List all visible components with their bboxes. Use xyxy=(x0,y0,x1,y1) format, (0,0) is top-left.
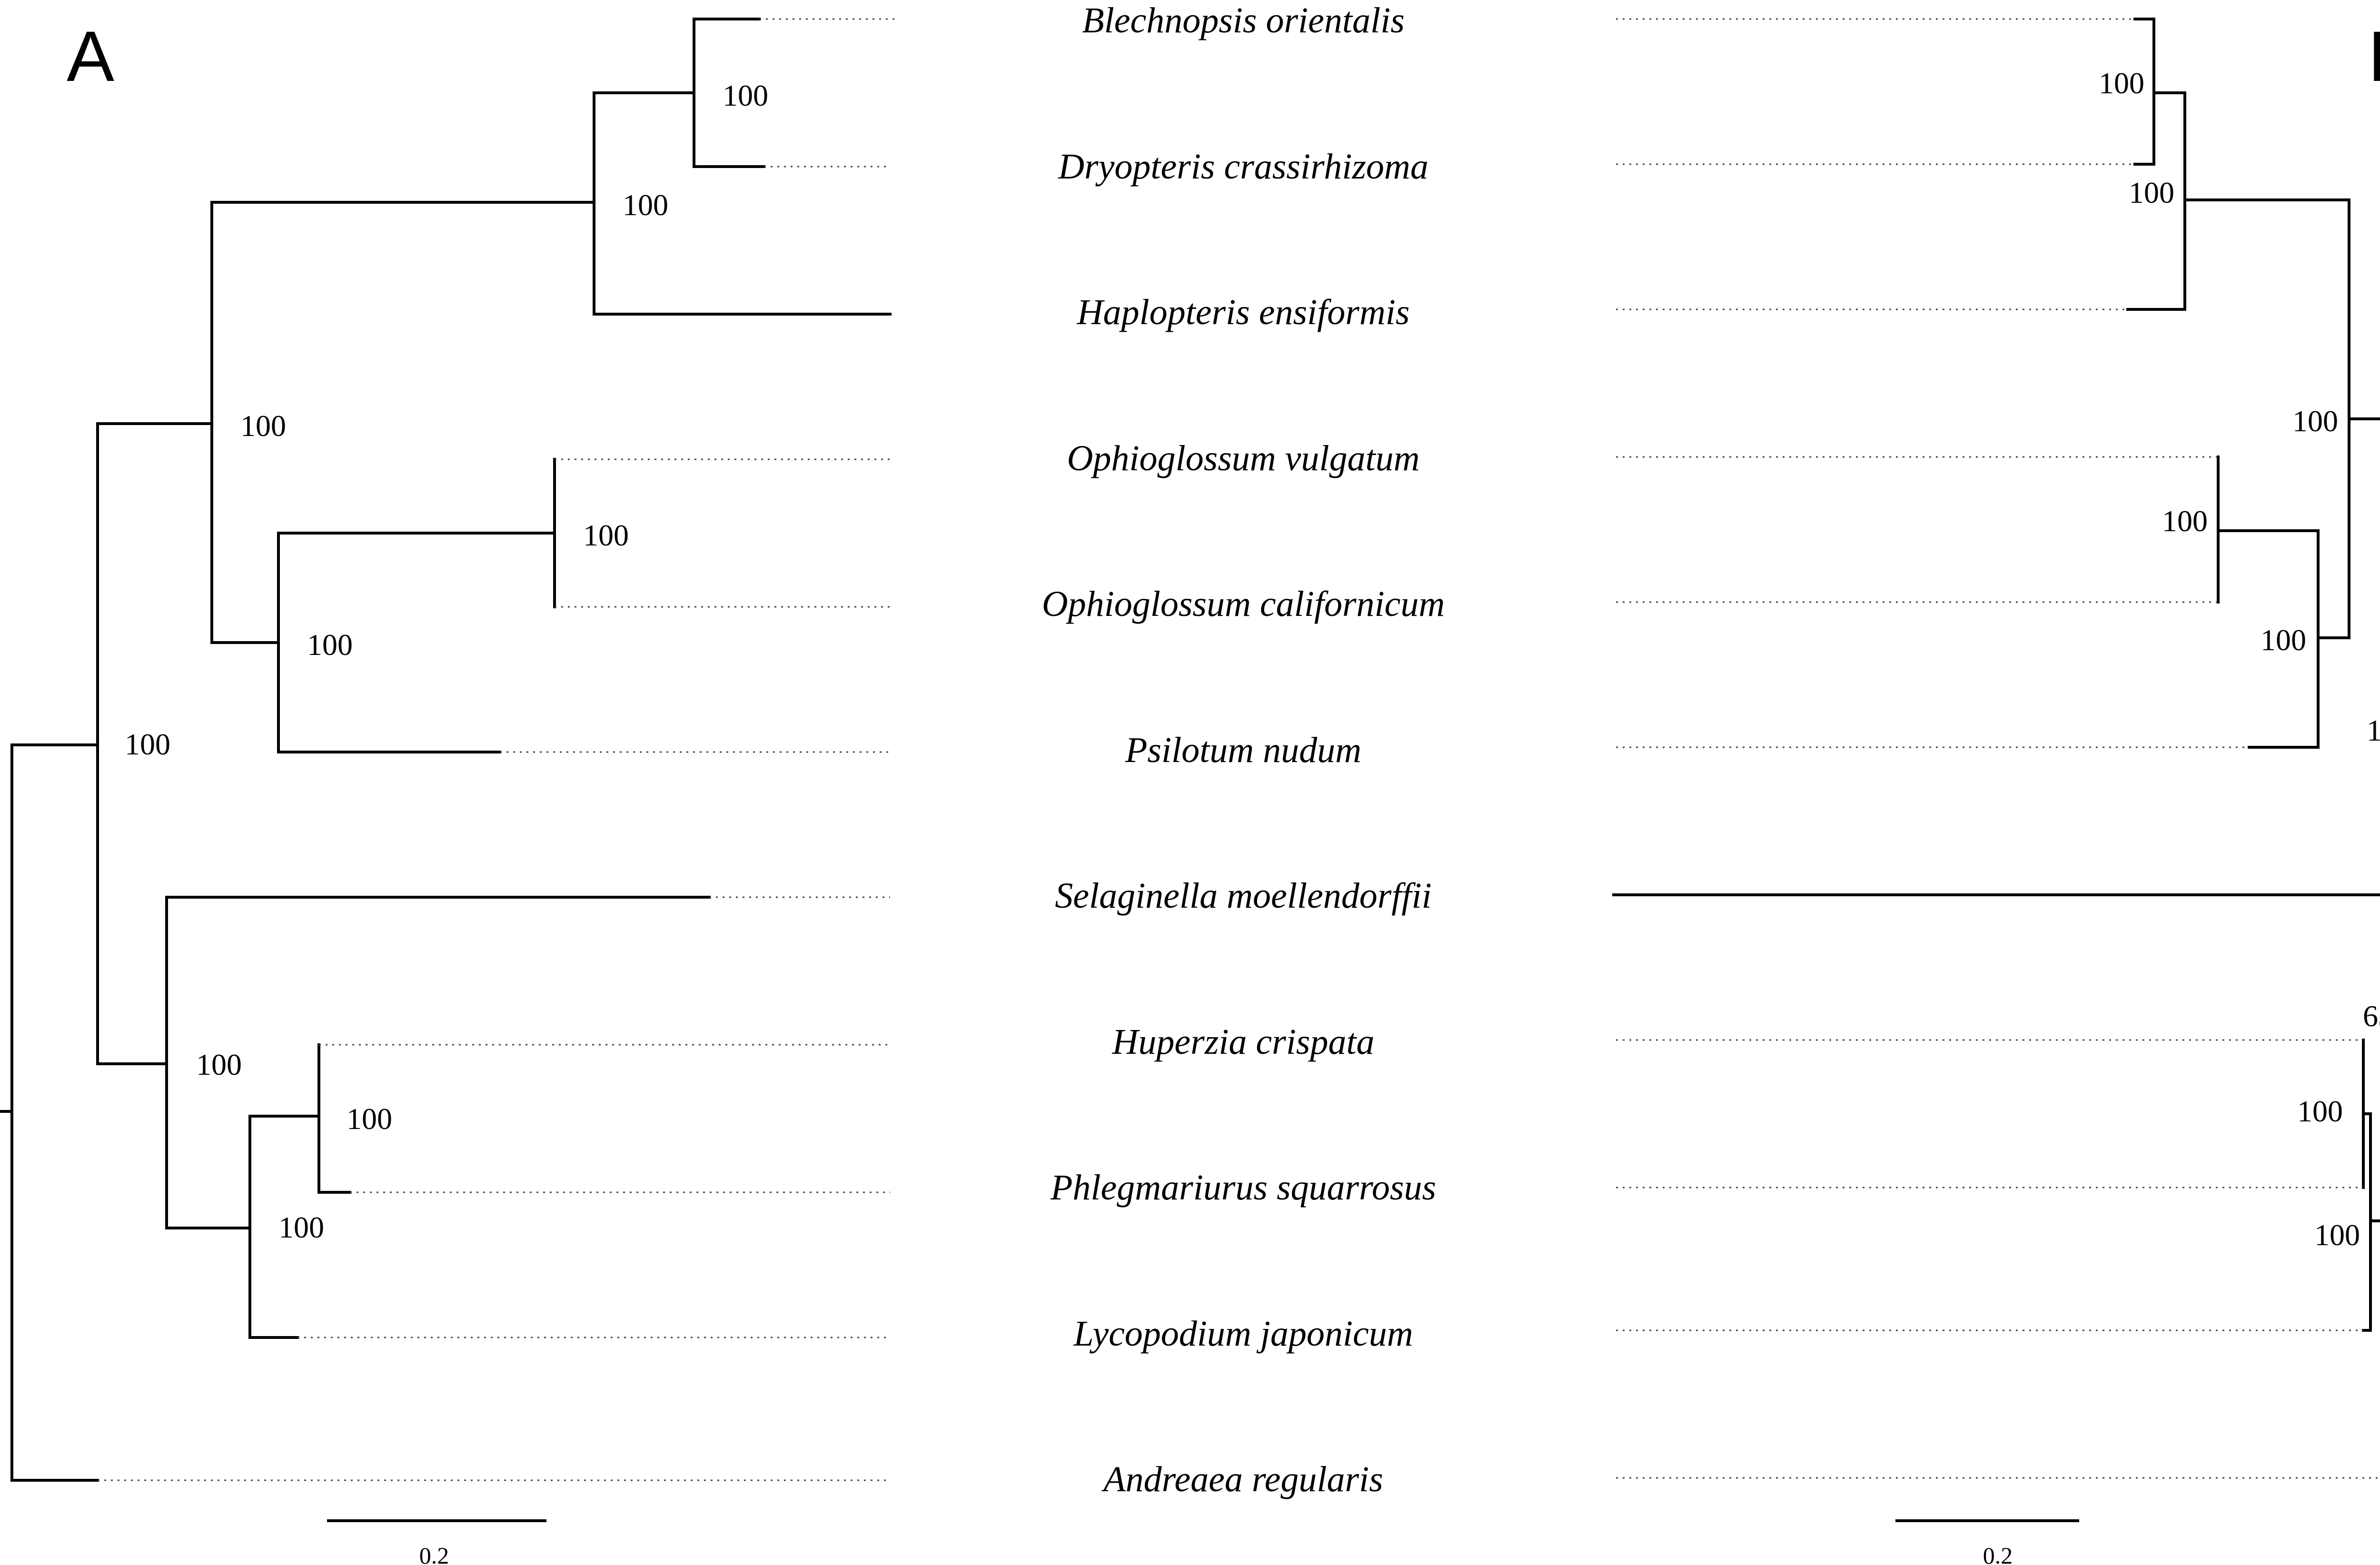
tree-a-support-huperzia-phleg: 100 xyxy=(347,1102,392,1136)
taxon-label: Selaginella moellendorffii xyxy=(1055,876,1432,916)
taxon-label: Andreaea regularis xyxy=(1101,1459,1383,1499)
tree-b: 100 100 100 100 100 100 63 100 100 0.2 xyxy=(1612,18,2380,1565)
tree-a-support-ophioglossum: 100 xyxy=(583,518,629,552)
tree-a-support-lycophytes: 100 xyxy=(196,1048,242,1081)
tree-a-support-vascular: 100 xyxy=(125,727,170,761)
tree-b-support-ophioglossum: 100 xyxy=(2162,504,2208,538)
panel-label-b: B xyxy=(2368,16,2380,96)
tree-a-scale-label: 0.2 xyxy=(419,1542,449,1565)
taxon-label: Ophioglossum californicum xyxy=(1042,584,1445,624)
tree-b-support-lycophytes: 63 xyxy=(2363,999,2380,1033)
tree-b-support-lycopodiaceae: 100 xyxy=(2314,1218,2360,1252)
taxon-label: Phlegmariurus squarrosus xyxy=(1050,1168,1436,1208)
tree-b-support-huperzia-phleg: 100 xyxy=(2297,1094,2343,1128)
tree-a-support-blech-dryo: 100 xyxy=(723,79,768,112)
taxon-label: Haplopteris ensiformis xyxy=(1077,292,1410,332)
panel-label-a: A xyxy=(67,16,114,96)
tree-b-scale-label: 0.2 xyxy=(1983,1542,2013,1565)
taxon-label: Dryopteris crassirhizoma xyxy=(1058,147,1428,187)
tree-b-support-lepto: 100 xyxy=(2129,176,2174,209)
tree-b-support-vascular: 100 xyxy=(2367,713,2380,747)
taxon-label: Huperzia crispata xyxy=(1112,1022,1375,1062)
taxon-label: Lycopodium japonicum xyxy=(1073,1314,1413,1354)
taxon-label: Blechnopsis orientalis xyxy=(1082,0,1405,40)
tree-b-support-blech-dryo: 100 xyxy=(2099,66,2144,100)
taxon-label: Ophioglossum vulgatum xyxy=(1067,438,1420,478)
tree-a-support-lepto: 100 xyxy=(623,188,668,222)
tree-b-support-ferns: 100 xyxy=(2292,404,2338,438)
tree-a-support-lycopodiaceae: 100 xyxy=(278,1210,324,1244)
tree-a: 100 100 100 100 100 100 100 100 100 0.2 xyxy=(0,18,895,1565)
tree-a-support-ophio-psilotum: 100 xyxy=(307,628,353,662)
tree-b-support-ophio-psilotum: 100 xyxy=(2261,623,2306,657)
tree-a-support-ferns: 100 xyxy=(240,409,286,443)
taxon-label: Psilotum nudum xyxy=(1125,730,1361,770)
